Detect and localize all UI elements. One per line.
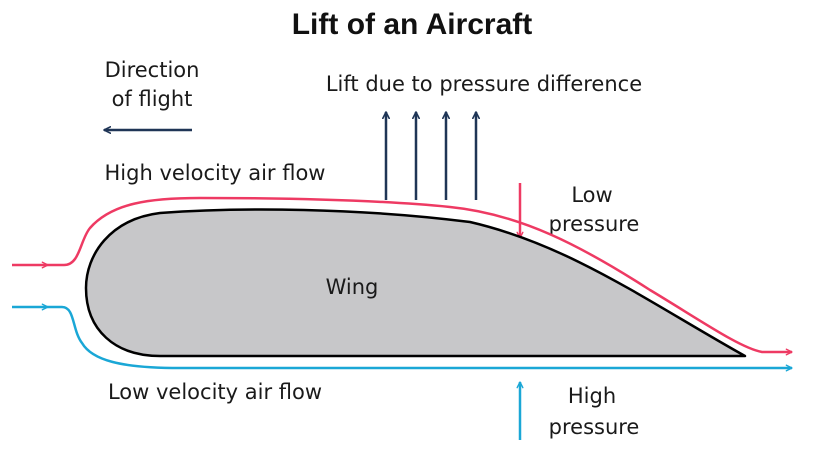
direction-label-line2: of flight xyxy=(112,87,193,111)
lift-label: Lift due to pressure difference xyxy=(326,72,642,96)
wing-label: Wing xyxy=(326,275,379,299)
low-pressure-label-line2: pressure xyxy=(549,212,640,236)
high-pressure-label-line2: pressure xyxy=(549,415,640,439)
wing-shape xyxy=(84,208,747,358)
high-velocity-label: High velocity air flow xyxy=(105,161,326,185)
lower-air-flow xyxy=(12,303,793,372)
upper-air-flow xyxy=(12,196,793,356)
direction-label-line1: Direction xyxy=(105,58,200,82)
diagram-title: Lift of an Aircraft xyxy=(292,8,533,41)
high-pressure-label-line1: High xyxy=(568,384,616,408)
lift-arrows xyxy=(382,111,480,200)
low-velocity-label: Low velocity air flow xyxy=(108,380,322,404)
low-pressure-label-line1: Low xyxy=(571,183,612,207)
